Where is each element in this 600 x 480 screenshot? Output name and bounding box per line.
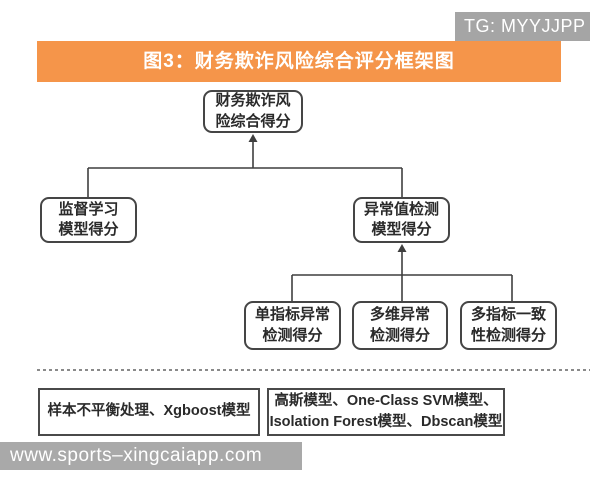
node-single-line1: 单指标异常 bbox=[254, 306, 330, 324]
node-consistency-line1: 多指标一致 bbox=[470, 306, 546, 324]
site-watermark-url: www.sports–xingcaiapp.com bbox=[10, 445, 263, 466]
box-outlier-models-line1: 高斯模型、One-Class SVM模型、 bbox=[274, 392, 498, 409]
tg-watermark-text: TG: MYYJJPP bbox=[464, 16, 586, 36]
node-multi-dimension-score: 多维异常 检测得分 bbox=[352, 301, 448, 350]
site-watermark-bar: www.sports–xingcaiapp.com bbox=[0, 442, 302, 470]
box-supervised-models-text: 样本不平衡处理、Xgboost模型 bbox=[47, 403, 251, 420]
node-supervised-learning-score: 监督学习 模型得分 bbox=[40, 197, 137, 243]
dashed-divider bbox=[37, 369, 590, 371]
node-supervised-line2: 模型得分 bbox=[58, 221, 119, 238]
figure-title: 图3：财务欺诈风险综合评分框架图 bbox=[143, 51, 455, 72]
node-outlier-detection-score: 异常值检测 模型得分 bbox=[353, 197, 450, 243]
node-single-indicator-score: 单指标异常 检测得分 bbox=[244, 301, 341, 350]
node-multi-line1: 多维异常 bbox=[369, 306, 430, 324]
box-outlier-models-line2: Isolation Forest模型、Dbscan模型 bbox=[269, 414, 503, 430]
node-comprehensive-score-line1: 财务欺诈风 bbox=[215, 92, 291, 110]
node-supervised-line1: 监督学习 bbox=[58, 200, 119, 218]
node-consistency-score: 多指标一致 性检测得分 bbox=[460, 301, 557, 350]
arrowhead-to-outlier bbox=[397, 244, 407, 252]
node-outlier-line1: 异常值检测 bbox=[363, 200, 439, 218]
node-outlier-line2: 模型得分 bbox=[371, 221, 432, 238]
node-comprehensive-score-line2: 险综合得分 bbox=[215, 112, 291, 130]
node-multi-line2: 检测得分 bbox=[369, 326, 430, 344]
figure-title-bar: 图3：财务欺诈风险综合评分框架图 bbox=[37, 41, 561, 82]
node-comprehensive-score: 财务欺诈风 险综合得分 bbox=[203, 90, 303, 133]
tg-watermark-badge: TG: MYYJJPP bbox=[455, 12, 590, 41]
box-supervised-models: 样本不平衡处理、Xgboost模型 bbox=[38, 388, 260, 436]
box-outlier-models: 高斯模型、One-Class SVM模型、 Isolation Forest模型… bbox=[267, 388, 505, 436]
node-consistency-line2: 性检测得分 bbox=[470, 326, 546, 344]
arrowhead-to-root bbox=[248, 134, 258, 142]
node-single-line2: 检测得分 bbox=[262, 326, 323, 344]
